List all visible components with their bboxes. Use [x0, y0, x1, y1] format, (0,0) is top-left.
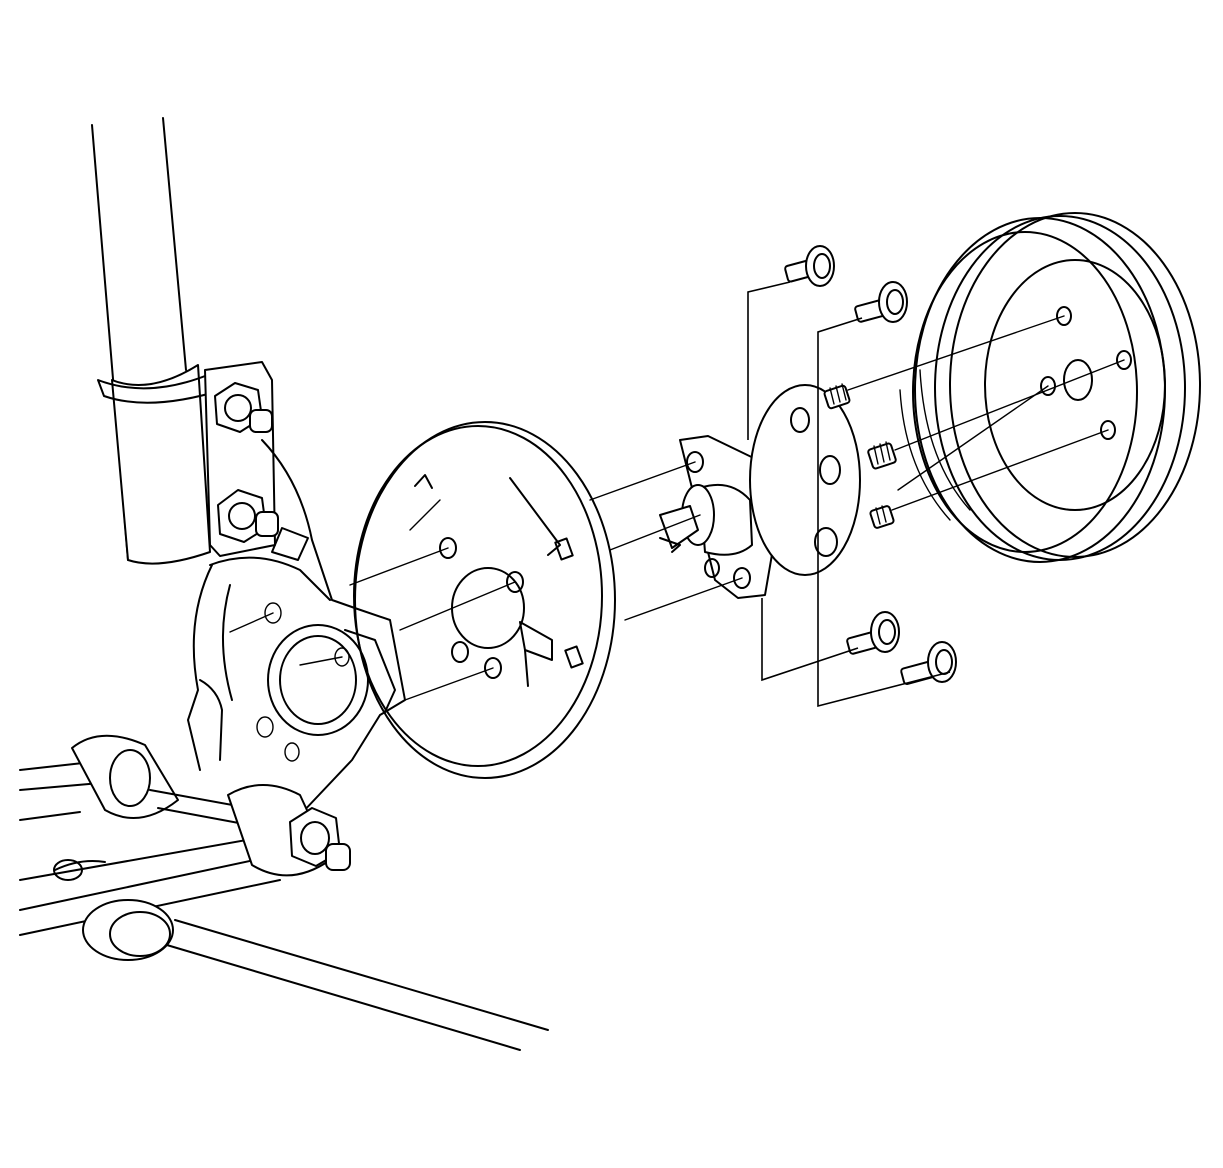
hub-bolt-upper-left — [784, 245, 835, 287]
wheel-stud — [869, 505, 895, 529]
wheel-stud — [823, 383, 851, 410]
hub-bolt-lower-left — [846, 611, 900, 655]
hub-and-bearing — [659, 384, 861, 599]
shock-absorber — [91, 117, 309, 565]
hub-bolts — [784, 245, 957, 685]
wheel-stud — [867, 441, 897, 470]
alignment-lines — [229, 281, 1125, 708]
axle-beam — [19, 734, 549, 1051]
hub-bolt-upper-right — [854, 281, 908, 323]
brake-drum — [899, 212, 1201, 563]
trailing-arm-knuckle — [187, 439, 406, 816]
wheel-studs — [823, 383, 897, 529]
backing-plate — [353, 421, 616, 779]
